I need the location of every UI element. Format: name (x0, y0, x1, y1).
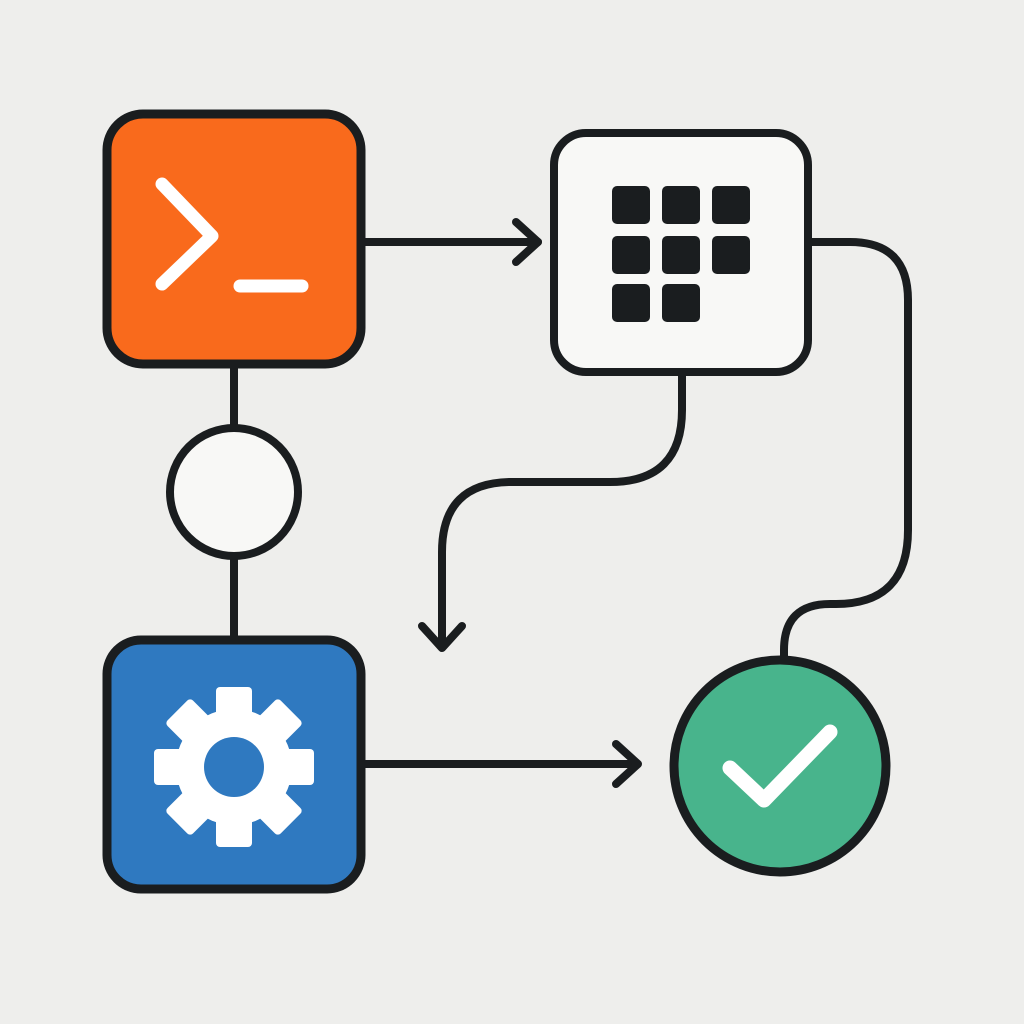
arrowhead-terminal-to-grid (512, 218, 542, 266)
arrowhead-grid-to-settings-area (418, 622, 466, 652)
terminal-node[interactable] (102, 109, 366, 369)
success-node[interactable] (669, 655, 891, 877)
edge-grid-to-success (780, 238, 912, 666)
checkmark-icon (722, 724, 838, 808)
arrowhead-settings-to-success (612, 740, 642, 788)
terminal-prompt-icon (155, 177, 309, 293)
grid-node[interactable] (550, 129, 812, 376)
junction-circle[interactable] (166, 424, 302, 560)
gear-icon (154, 687, 314, 847)
grid-icon (612, 186, 750, 322)
edge-grid-to-settings-area (438, 368, 686, 650)
settings-node[interactable] (102, 635, 366, 894)
